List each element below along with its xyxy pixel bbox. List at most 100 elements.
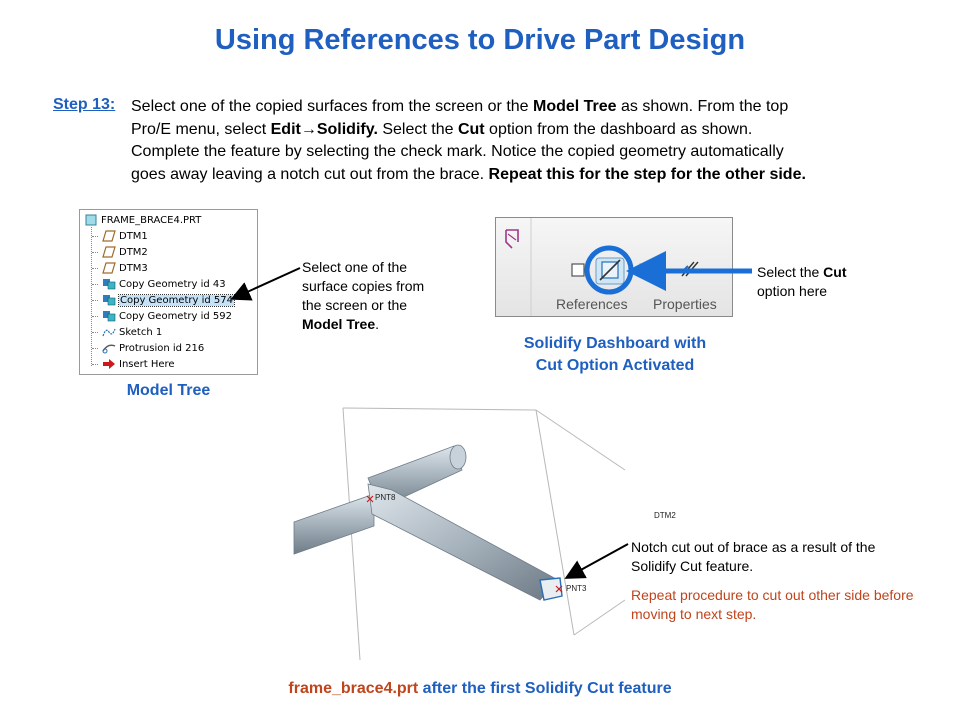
callout-line: surface copies from bbox=[302, 277, 482, 296]
callout-line: Select one of the bbox=[302, 258, 482, 277]
tree-item-label: Copy Geometry id 592 bbox=[119, 310, 232, 322]
text-segment: the screen or the bbox=[302, 297, 408, 313]
text-segment: option from the dashboard as shown. bbox=[484, 120, 753, 138]
tree-item[interactable]: DTM3 bbox=[92, 260, 148, 276]
tree-branch bbox=[92, 332, 98, 333]
tree-item-label: Protrusion id 216 bbox=[119, 342, 205, 354]
repeat-instruction: Repeat procedure to cut out other side b… bbox=[631, 587, 914, 622]
step-line: goes away leaving a notch cut out from t… bbox=[131, 164, 931, 187]
tree-item[interactable]: Copy Geometry id 592 bbox=[92, 308, 232, 324]
part-icon bbox=[84, 214, 98, 226]
callout-line: Model Tree. bbox=[302, 315, 482, 334]
dashboard-caption: Solidify Dashboard with Cut Option Activ… bbox=[470, 333, 760, 377]
tab-references[interactable]: References bbox=[556, 296, 628, 312]
bold-text: Repeat this for the step for the other s… bbox=[488, 165, 806, 183]
solidify-dashboard: References Properties bbox=[495, 217, 733, 317]
text-segment: goes away leaving a notch cut out from t… bbox=[131, 165, 489, 183]
tree-branch bbox=[92, 364, 98, 365]
pnt3-marker bbox=[555, 585, 563, 593]
step-line: Complete the feature by selecting the ch… bbox=[131, 141, 931, 164]
datum-plane-icon bbox=[102, 246, 116, 258]
tree-branch bbox=[92, 300, 98, 301]
datum-plane-wireframe bbox=[342, 407, 626, 661]
tree-callout-arrow bbox=[230, 267, 301, 301]
surface-option-icon bbox=[505, 229, 519, 249]
caption-filename: frame_brace4.prt bbox=[288, 680, 419, 697]
step-instructions: Select one of the copied surfaces from t… bbox=[131, 96, 931, 186]
tree-item[interactable]: DTM1 bbox=[92, 228, 148, 244]
pnt8-label: PNT8 bbox=[375, 493, 396, 502]
protrusion-icon bbox=[102, 342, 116, 354]
tree-item[interactable]: Copy Geometry id 43 bbox=[92, 276, 226, 292]
text-segment: Complete the feature by selecting the ch… bbox=[131, 143, 784, 160]
tree-item-label: DTM1 bbox=[119, 230, 148, 242]
tree-branch bbox=[92, 236, 98, 237]
tree-item[interactable]: DTM2 bbox=[92, 244, 148, 260]
text-segment: . bbox=[375, 316, 380, 332]
step-line: Select one of the copied surfaces from t… bbox=[131, 96, 931, 119]
tree-item-label: DTM3 bbox=[119, 262, 148, 274]
notch-description: Notch cut out of brace as a result of th… bbox=[631, 539, 876, 574]
cut-callout-text: Select the Cut option here bbox=[757, 263, 897, 301]
callout-line: Select the Cut bbox=[757, 263, 897, 282]
figure-caption: frame_brace4.prt after the first Solidif… bbox=[0, 680, 960, 698]
tree-item-label: Sketch 1 bbox=[119, 326, 163, 338]
pnt8-marker bbox=[366, 495, 374, 503]
tree-connector bbox=[91, 227, 92, 366]
text-segment: as shown. From the top bbox=[616, 98, 789, 115]
callout-line: the screen or the bbox=[302, 296, 482, 315]
bold-text: Cut bbox=[823, 264, 847, 280]
insert-here-arrow-icon bbox=[102, 358, 116, 370]
tree-item[interactable]: Sketch 1 bbox=[92, 324, 162, 340]
callout-line: option here bbox=[757, 282, 897, 301]
tree-root[interactable]: FRAME_BRACE4.PRT bbox=[84, 212, 201, 228]
tab-properties[interactable]: Properties bbox=[653, 296, 717, 312]
brace-tube-diagonal bbox=[367, 483, 563, 601]
tree-branch bbox=[92, 316, 98, 317]
step-label: Step 13: bbox=[53, 96, 116, 113]
sketch-icon bbox=[102, 326, 116, 338]
bold-text: Model Tree bbox=[302, 316, 376, 332]
tree-item-label: Insert Here bbox=[119, 358, 175, 370]
step-line: Pro/E menu, select Edit→Solidify. Select… bbox=[131, 119, 931, 142]
caption-text: after the first Solidify Cut feature bbox=[418, 680, 672, 697]
tree-branch bbox=[92, 268, 98, 269]
pnt3-label: PNT3 bbox=[566, 584, 587, 593]
copy-geometry-icon bbox=[102, 278, 116, 290]
text-segment: surface copies from bbox=[302, 278, 425, 294]
dashboard-caption-line: Solidify Dashboard with bbox=[523, 335, 707, 352]
dtm2-label: DTM2 bbox=[654, 511, 676, 520]
datum-plane-icon bbox=[102, 262, 116, 274]
datum-plane-icon bbox=[102, 230, 116, 242]
tree-item[interactable]: Protrusion id 216 bbox=[92, 340, 204, 356]
tree-item-selected[interactable]: Copy Geometry id 574 bbox=[92, 292, 235, 308]
page-title: Using References to Drive Part Design bbox=[214, 24, 746, 56]
tree-item-label: Copy Geometry id 43 bbox=[119, 278, 226, 290]
tree-item[interactable]: Insert Here bbox=[92, 356, 175, 372]
text-segment: Select the bbox=[757, 264, 824, 280]
cut-highlight-circle bbox=[584, 245, 634, 295]
bold-text: Model Tree bbox=[533, 98, 617, 115]
notch-callout-arrow bbox=[564, 543, 629, 579]
copy-geometry-icon bbox=[102, 294, 116, 306]
bold-text: Cut bbox=[457, 120, 485, 138]
text-segment: Pro/E menu, select bbox=[131, 120, 271, 138]
text-segment: Select one of the bbox=[302, 259, 408, 275]
bold-text: Edit→Solidify. bbox=[270, 120, 378, 138]
dashboard-caption-line: Cut Option Activated bbox=[535, 357, 695, 374]
tree-branch bbox=[92, 252, 98, 253]
model-tree-panel: FRAME_BRACE4.PRT DTM1 DTM2 DTM3 Copy Geo… bbox=[79, 209, 258, 375]
copy-geometry-icon bbox=[102, 310, 116, 322]
text-segment: option here bbox=[757, 283, 828, 299]
tree-branch bbox=[92, 348, 98, 349]
tree-item-label: DTM2 bbox=[119, 246, 148, 258]
model-tree-caption: Model Tree bbox=[126, 382, 211, 399]
tree-branch bbox=[92, 284, 98, 285]
text-segment: Select the bbox=[377, 120, 458, 138]
tree-root-label: FRAME_BRACE4.PRT bbox=[101, 214, 202, 226]
tree-callout-text: Select one of the surface copies from th… bbox=[302, 258, 482, 334]
fill-option-icon bbox=[571, 263, 585, 277]
cut-option-button bbox=[595, 257, 625, 285]
tree-item-label: Copy Geometry id 574 bbox=[118, 293, 235, 307]
